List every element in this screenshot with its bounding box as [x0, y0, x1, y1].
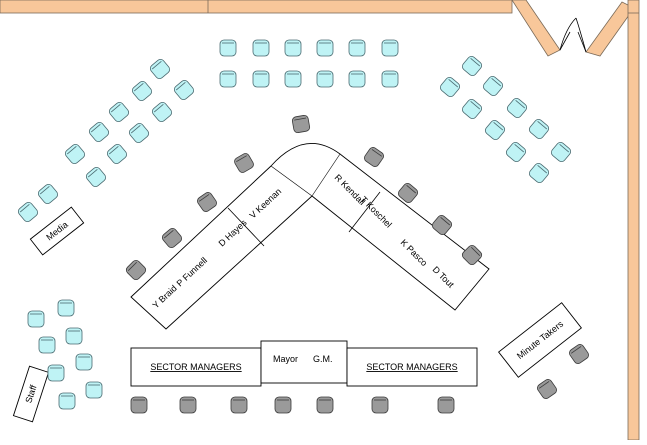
sector-managers-right-label: SECTOR MANAGERS: [366, 362, 457, 372]
public-chair[interactable]: [461, 55, 484, 78]
council-chair[interactable]: [233, 152, 255, 174]
public-chair[interactable]: [108, 101, 131, 124]
public-chair[interactable]: [37, 183, 60, 206]
public-seating: [17, 39, 573, 410]
media-table: [29, 206, 85, 256]
mayor-gm-table: [260, 340, 348, 384]
sector-managers-left-table: [130, 347, 262, 387]
public-chair[interactable]: [284, 39, 302, 57]
public-chair[interactable]: [219, 70, 237, 88]
council-chair[interactable]: [371, 396, 389, 414]
public-chair[interactable]: [381, 70, 399, 88]
public-chair[interactable]: [219, 39, 237, 57]
minute-takers-table: [497, 302, 583, 378]
public-chair[interactable]: [284, 70, 302, 88]
public-chair[interactable]: [85, 166, 108, 189]
public-chair[interactable]: [65, 327, 83, 345]
public-chair[interactable]: [482, 75, 505, 98]
staff-table: [12, 365, 50, 423]
sector-managers-right-table: [346, 347, 478, 387]
public-chair[interactable]: [64, 143, 87, 166]
council-chair[interactable]: [363, 146, 385, 168]
public-chair[interactable]: [348, 39, 366, 57]
council-chair[interactable]: [397, 182, 420, 205]
public-chair[interactable]: [38, 336, 56, 354]
public-chair[interactable]: [381, 39, 399, 57]
council-chair[interactable]: [274, 396, 292, 414]
public-chair[interactable]: [528, 162, 551, 185]
door-frame-wall: [585, 1, 635, 57]
public-chair[interactable]: [550, 141, 573, 164]
public-chair[interactable]: [252, 70, 270, 88]
mayor-label: Mayor: [273, 354, 298, 364]
council-table-outline: [130, 142, 490, 330]
public-chair[interactable]: [461, 98, 484, 121]
public-chair[interactable]: [528, 118, 551, 141]
public-chair[interactable]: [88, 121, 111, 144]
public-chair[interactable]: [27, 310, 45, 328]
public-chair[interactable]: [85, 381, 103, 399]
council-seating: [125, 114, 590, 414]
right-wall: [627, 0, 640, 441]
public-chair[interactable]: [348, 70, 366, 88]
council-chair[interactable]: [130, 396, 148, 414]
council-chair[interactable]: [568, 343, 590, 365]
public-chair[interactable]: [106, 143, 129, 166]
top-right-wall-diagonal: [511, 0, 561, 57]
council-chair[interactable]: [125, 259, 148, 282]
public-chair[interactable]: [173, 79, 196, 102]
public-chair[interactable]: [252, 39, 270, 57]
public-chair[interactable]: [149, 58, 172, 81]
public-chair[interactable]: [505, 141, 528, 164]
council-chair[interactable]: [437, 396, 455, 414]
sector-managers-left-label: SECTOR MANAGERS: [150, 362, 241, 372]
public-chair[interactable]: [484, 119, 507, 142]
public-chair[interactable]: [131, 80, 154, 103]
public-chair[interactable]: [316, 70, 334, 88]
public-chair[interactable]: [128, 122, 151, 145]
council-chair[interactable]: [431, 214, 454, 237]
council-chair[interactable]: [196, 191, 218, 213]
public-chair[interactable]: [316, 39, 334, 57]
council-chair[interactable]: [230, 396, 248, 414]
public-chair[interactable]: [506, 97, 529, 120]
council-chair[interactable]: [536, 378, 558, 400]
front-bench: SECTOR MANAGERS Mayor G.M. SECTOR MANAGE…: [130, 340, 478, 387]
double-door[interactable]: [559, 17, 587, 53]
council-chair[interactable]: [316, 396, 334, 414]
public-chair[interactable]: [17, 201, 40, 224]
council-chair[interactable]: [291, 114, 311, 134]
council-chair[interactable]: [161, 227, 184, 250]
public-chair[interactable]: [57, 299, 75, 317]
council-chair[interactable]: [179, 396, 197, 414]
side-tables: Media Staff Minute Takers: [12, 206, 583, 423]
public-chair[interactable]: [47, 364, 65, 382]
public-chair[interactable]: [151, 101, 174, 124]
council-chair[interactable]: [461, 244, 484, 267]
public-chair[interactable]: [439, 76, 462, 99]
gm-label: G.M.: [313, 354, 333, 364]
public-chair[interactable]: [75, 353, 93, 371]
council-table: [130, 142, 490, 330]
public-chair[interactable]: [58, 392, 76, 410]
top-wall: [0, 0, 513, 14]
